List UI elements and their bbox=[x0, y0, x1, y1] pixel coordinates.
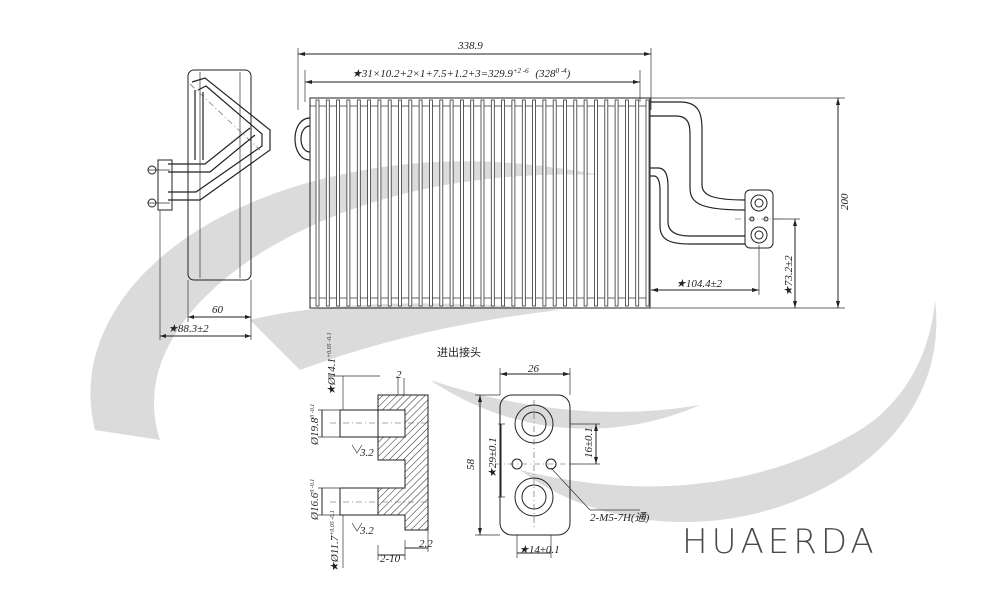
fin-tube bbox=[408, 99, 413, 307]
dim-height: 200 bbox=[839, 193, 851, 210]
fin-tube bbox=[532, 99, 536, 307]
fin-tube bbox=[594, 99, 598, 307]
fin-tube bbox=[511, 99, 516, 307]
watermark-swirl bbox=[90, 161, 937, 523]
dim-block-height: 58 bbox=[465, 459, 477, 471]
dim-center: ★29±0.1 bbox=[487, 437, 499, 478]
dim-port-offset: ★104.4±2 bbox=[676, 278, 723, 290]
dim-depth-total: ★88.3±2 bbox=[168, 323, 209, 335]
fin-tube bbox=[439, 99, 444, 307]
dim-depth-core: 60 bbox=[212, 304, 224, 316]
fin-tube bbox=[428, 99, 433, 307]
fin-tube bbox=[346, 99, 351, 307]
dim-port-height: ★73.2±2 bbox=[783, 255, 795, 296]
fin-tube bbox=[552, 99, 557, 307]
dim-offset: 16±0.1 bbox=[583, 427, 595, 458]
fitting-block bbox=[475, 368, 640, 558]
fin-tube bbox=[367, 99, 372, 307]
fin-tube bbox=[377, 99, 382, 307]
dim-od-top: ★Ø14.1+0.05 -0.1 bbox=[326, 332, 338, 395]
dim-top-step: 2 bbox=[396, 369, 402, 381]
fin-tube bbox=[521, 99, 526, 307]
dim-od-bottom: ★Ø11.7+0.05 -0.1 bbox=[329, 510, 341, 572]
fin-tube bbox=[387, 99, 392, 307]
fin-tube bbox=[501, 99, 506, 307]
fin-tube bbox=[645, 99, 650, 307]
thread-callout: 2-M5-7H(通) bbox=[590, 512, 650, 524]
dim-bottom: ★14±0.1 bbox=[519, 544, 560, 556]
roughness-1: 3.2 bbox=[359, 447, 374, 459]
fin-stack bbox=[315, 99, 650, 307]
dim-fin-formula: ★31×10.2+2×1+7.5+1.2+3=329.9+2 -6 (3280 … bbox=[352, 64, 571, 80]
fin-tube bbox=[459, 99, 464, 307]
fin-tube bbox=[625, 99, 629, 307]
fin-tube bbox=[470, 99, 475, 307]
fin-tube bbox=[449, 99, 454, 307]
fin-tube bbox=[583, 99, 588, 307]
dim-depth-bottom: 2-10 bbox=[380, 553, 401, 565]
detail-title: 进出接头 bbox=[437, 345, 481, 359]
fin-tube bbox=[573, 99, 578, 307]
dim-block-width: 26 bbox=[528, 363, 540, 375]
fin-tube bbox=[604, 99, 609, 307]
dim-bore-bottom: Ø16.60 -0.1 bbox=[309, 479, 321, 521]
side-view bbox=[147, 69, 271, 340]
fitting-section bbox=[318, 375, 430, 568]
fin-tube bbox=[490, 99, 495, 307]
fin-tube bbox=[356, 99, 361, 307]
fin-tube bbox=[480, 99, 485, 307]
fin-tube bbox=[635, 99, 640, 307]
fin-tube bbox=[563, 99, 567, 307]
fin-tube bbox=[315, 99, 320, 307]
dim-bore-top: Ø19.80 -0.1 bbox=[309, 404, 321, 446]
brand-logo: HUAERDA bbox=[682, 522, 878, 562]
fin-tube bbox=[542, 99, 547, 307]
fin-tube bbox=[336, 99, 341, 307]
front-view bbox=[294, 48, 845, 309]
roughness-2: 3.2 bbox=[359, 525, 374, 537]
fin-tube bbox=[325, 99, 330, 307]
fin-tube bbox=[614, 99, 619, 307]
dim-lip: 2.2 bbox=[419, 538, 433, 550]
dim-width-total: 338.9 bbox=[457, 40, 483, 52]
fin-tube bbox=[418, 99, 423, 307]
fin-tube bbox=[398, 99, 402, 307]
